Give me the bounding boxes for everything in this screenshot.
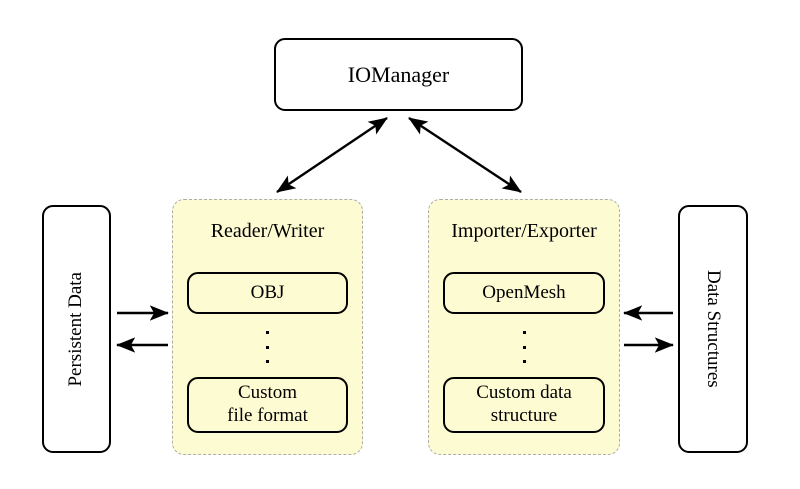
- data-structures-label: Data Structures: [703, 270, 725, 388]
- reader-writer-item-custom-file-format[interactable]: Custom file format: [187, 377, 348, 433]
- data-structures-node[interactable]: Data Structures: [678, 205, 748, 453]
- importer-exporter-title: Importer/Exporter: [451, 220, 597, 242]
- io-manager-label: IOManager: [347, 61, 450, 87]
- reader-writer-title: Reader/Writer: [210, 220, 325, 242]
- importer-exporter-item-openmesh-label: OpenMesh: [482, 281, 566, 303]
- reader-writer-item-obj-label: OBJ: [250, 281, 285, 303]
- custom-file-format-line2: file format: [227, 405, 308, 426]
- reader-writer-group[interactable]: Reader/Writer OBJ Custom file format: [172, 199, 363, 455]
- custom-data-structure-line1: Custom data: [476, 382, 572, 404]
- reader-writer-ellipsis-icon: [173, 328, 362, 366]
- importer-exporter-item-custom-data-structure-label: Custom data structure: [476, 382, 572, 428]
- arrow-manager-importer-exporter: [408, 116, 522, 194]
- persistent-data-label: Persistent Data: [65, 271, 87, 387]
- importer-exporter-item-custom-data-structure[interactable]: Custom data structure: [443, 377, 605, 433]
- importer-exporter-ellipsis-icon: [429, 328, 619, 366]
- importer-exporter-group[interactable]: Importer/Exporter OpenMesh Custom data s…: [428, 199, 620, 455]
- custom-file-format-line1: Custom: [237, 382, 298, 404]
- persistent-data-node[interactable]: Persistent Data: [42, 205, 111, 453]
- reader-writer-item-custom-file-format-label: Custom file format: [227, 382, 308, 428]
- custom-data-structure-line2: structure: [490, 405, 558, 426]
- arrow-manager-reader-writer: [276, 117, 388, 193]
- importer-exporter-item-openmesh[interactable]: OpenMesh: [443, 272, 605, 314]
- reader-writer-item-obj[interactable]: OBJ: [187, 272, 348, 314]
- io-manager-node[interactable]: IOManager: [274, 38, 523, 111]
